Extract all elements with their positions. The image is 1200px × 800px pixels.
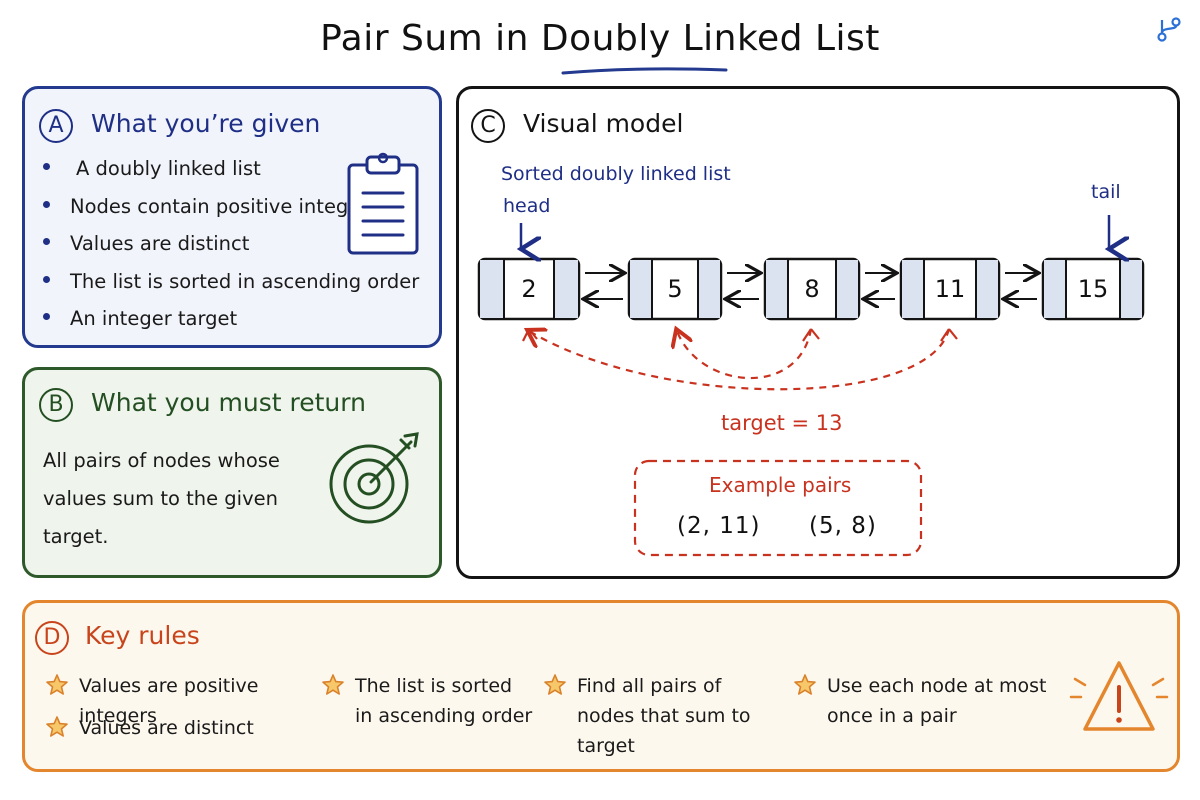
given-heading: What you’re given	[91, 109, 321, 138]
clipboard-icon	[347, 152, 419, 255]
panel-given: A What you’re given A doubly linked list…	[22, 86, 442, 348]
node-value: 15	[1077, 275, 1109, 303]
node-value: 2	[521, 275, 537, 303]
star-icon	[322, 674, 344, 695]
star-icon	[544, 674, 566, 695]
key-rules-heading: Key rules	[85, 621, 200, 650]
node-5	[627, 257, 723, 321]
star-icon	[794, 674, 816, 695]
node-15	[1041, 257, 1145, 321]
example-pairs-box	[633, 459, 923, 557]
list-item: The list is sorted in ascending order	[43, 270, 419, 308]
list-label: Sorted doubly linked list	[501, 163, 731, 185]
pair-item: (2, 11)	[677, 513, 761, 539]
list-item: Values are distinct	[43, 232, 419, 270]
pair-arc-5-8	[677, 329, 813, 380]
given-list: A doubly linked list Nodes contain posit…	[43, 157, 419, 345]
title-underline	[561, 67, 728, 75]
panel-return: B What you must return All pairs of node…	[22, 367, 442, 578]
panel-visual-model: C Visual model	[456, 86, 1180, 579]
target-icon	[329, 432, 419, 524]
rule-item: The list is sorted in ascending order	[322, 671, 535, 731]
list-item: Nodes contain positive integers	[43, 195, 419, 233]
node-value: 5	[667, 275, 683, 303]
link-arrows	[585, 273, 1037, 299]
warning-icon	[1069, 661, 1169, 731]
rule-item: Values are distinct	[46, 713, 319, 743]
pair-arc-2-11	[529, 329, 951, 391]
rule-item: Find all pairs of nodes that sum to targ…	[544, 671, 777, 761]
tail-label: tail	[1091, 181, 1121, 203]
node-8	[763, 257, 861, 321]
bullet-icon	[43, 163, 50, 170]
node-11	[899, 257, 1001, 321]
star-icon	[46, 716, 68, 737]
visual-model-heading: Visual model	[523, 109, 684, 138]
bullet-icon	[43, 200, 50, 208]
rule-item: Use each node at most once in a pair	[794, 671, 1057, 731]
badge-a: A	[39, 109, 73, 143]
badge-c: C	[471, 109, 505, 143]
return-text: All pairs of nodes whose values sum to t…	[43, 449, 280, 548]
bullet-icon	[43, 238, 50, 245]
star-icon	[46, 674, 68, 695]
branch-icon	[1157, 17, 1181, 42]
pair-item: (5, 8)	[809, 513, 877, 539]
badge-b: B	[39, 388, 73, 422]
panel-key-rules: D Key rules Values are positive integers…	[22, 600, 1180, 772]
list-item: An integer target	[43, 307, 419, 345]
node-value: 11	[934, 275, 966, 303]
linked-list-diagram	[477, 215, 1145, 557]
page-title: Pair Sum in Doubly Linked List	[320, 18, 880, 59]
bullet-icon	[43, 313, 50, 320]
return-heading: What you must return	[91, 388, 366, 417]
rule-item: Values are positive integers	[46, 671, 319, 731]
list-item: A doubly linked list	[43, 157, 419, 195]
node-value: 8	[804, 275, 820, 303]
bullet-icon	[43, 275, 50, 283]
badge-d: D	[35, 621, 69, 655]
head-label: head	[503, 195, 551, 217]
example-pairs-title: Example pairs	[709, 473, 852, 497]
target-label: target = 13	[721, 411, 843, 435]
